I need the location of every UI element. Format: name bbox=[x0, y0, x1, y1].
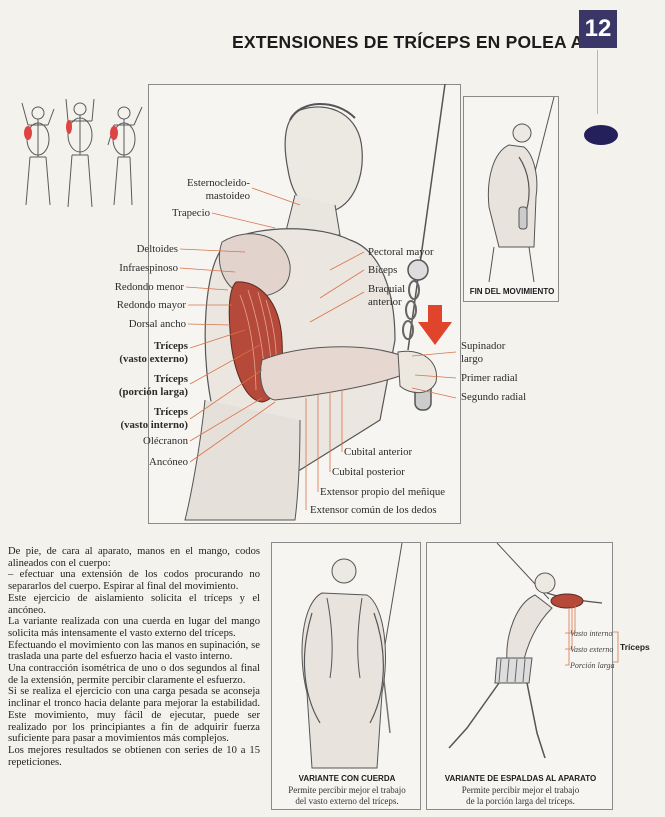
label-dorsal-ancho: Dorsal ancho bbox=[128, 318, 186, 330]
label-line: Tríceps bbox=[154, 406, 188, 418]
header-divider-line bbox=[597, 50, 598, 114]
back-variant-illustration bbox=[448, 542, 603, 759]
description-paragraph: La variante realizada con una cuerda en … bbox=[8, 616, 260, 639]
description-paragraph: De pie, de cara al aparato, manos en el … bbox=[8, 546, 260, 569]
label-segundo-radial: Segundo radial bbox=[461, 391, 527, 403]
label-triceps-vasto-interno: Tríceps (vasto interno) bbox=[80, 406, 188, 432]
label-triceps-group: Tríceps bbox=[620, 642, 650, 652]
label-supinador-largo: Supinador largo bbox=[461, 340, 505, 366]
end-movement-illustration bbox=[487, 96, 555, 283]
rope-variant-illustration bbox=[301, 542, 403, 769]
label-anconeo: Ancóneo bbox=[149, 456, 188, 468]
label-braquial-anterior: Braquial anterior bbox=[368, 283, 405, 309]
label-extensor-comun-dedos: Extensor común de los dedos bbox=[310, 504, 437, 516]
label-triceps-vasto-externo: Tríceps (vasto externo) bbox=[80, 340, 188, 366]
label-infraespinoso: Infraespinoso bbox=[119, 262, 178, 274]
back-variant-subtitle-2: de la porción larga del tríceps. bbox=[466, 796, 575, 806]
navy-oval-marker bbox=[584, 125, 618, 145]
label-triceps-porcion-larga: Tríceps (porción larga) bbox=[80, 373, 188, 399]
label-line: Braquial bbox=[368, 283, 406, 295]
description-paragraph: Los mejores resultados se obtienen con s… bbox=[8, 744, 260, 768]
description-paragraph: Este ejercicio de aislamiento solicita e… bbox=[8, 592, 260, 616]
label-extensor-propio-menique: Extensor propio del meñique bbox=[320, 486, 446, 498]
label-primer-radial: Primer radial bbox=[461, 372, 518, 384]
thumbnail-figures-illustration bbox=[21, 98, 143, 208]
end-movement-panel: FIN DEL MOVIMIENTO bbox=[463, 96, 559, 302]
label-redondo-menor: Redondo menor bbox=[114, 281, 184, 293]
rope-variant-caption: VARIANTE CON CUERDA bbox=[298, 774, 396, 783]
label-line: (vasto interno) bbox=[120, 419, 188, 431]
label-olecranon: Olécranon bbox=[143, 435, 188, 447]
label-line: Supinador bbox=[461, 340, 506, 352]
back-variant-subtitle-1: Permite percibir mejor el trabajo bbox=[461, 785, 580, 795]
anatomy-thumbnail bbox=[8, 95, 148, 220]
label-line: (vasto externo) bbox=[119, 353, 188, 365]
page-title: EXTENSIONES DE TRÍCEPS EN POLEA ALTA bbox=[232, 32, 616, 52]
chapter-number-badge: 12 bbox=[579, 10, 617, 48]
rope-variant-subtitle-2: del vasto externo del tríceps. bbox=[295, 796, 399, 806]
label-deltoides: Deltoides bbox=[136, 243, 178, 255]
end-movement-caption: FIN DEL MOVIMIENTO bbox=[469, 287, 555, 296]
label-vasto-externo: Vasto externo bbox=[570, 645, 614, 654]
label-line: (porción larga) bbox=[118, 386, 188, 398]
rope-variant-subtitle-1: Permite percibir mejor el trabajo bbox=[288, 785, 406, 795]
rope-variant-panel: VARIANTE CON CUERDA Permite percibir mej… bbox=[271, 542, 421, 810]
description-paragraph: – efectuar una extensión de los codos pr… bbox=[8, 569, 260, 593]
label-porcion-larga: Porción larga bbox=[570, 661, 615, 670]
label-redondo-mayor: Redondo mayor bbox=[116, 299, 186, 311]
label-line: anterior bbox=[368, 296, 402, 308]
label-line: mastoideo bbox=[205, 190, 250, 202]
label-pectoral-mayor: Pectoral mayor bbox=[368, 246, 434, 258]
back-variant-panel: Vasto interno Vasto externo Porción larg… bbox=[426, 542, 615, 810]
label-esternocleidomastoideo: Esternocleido- mastoideo bbox=[170, 177, 250, 203]
description-paragraph: Si se realiza el ejercicio con una carga… bbox=[8, 686, 260, 745]
label-trapecio: Trapecio bbox=[172, 207, 210, 219]
label-cubital-posterior: Cubital posterior bbox=[332, 466, 405, 478]
description-paragraph: Efectuando el movimiento con las manos e… bbox=[8, 639, 260, 663]
label-line: Tríceps bbox=[154, 373, 188, 385]
label-line: largo bbox=[461, 353, 483, 365]
label-biceps: Bíceps bbox=[368, 264, 398, 276]
exercise-description: De pie, de cara al aparato, manos en el … bbox=[8, 546, 260, 768]
back-variant-caption: VARIANTE DE ESPALDAS AL APARATO bbox=[444, 774, 597, 783]
description-paragraph: Una contracción isométrica de uno o dos … bbox=[8, 663, 260, 686]
label-vasto-interno: Vasto interno bbox=[570, 629, 613, 638]
label-cubital-anterior: Cubital anterior bbox=[344, 446, 413, 458]
label-line: Tríceps bbox=[154, 340, 188, 352]
label-line: Esternocleido- bbox=[187, 177, 250, 189]
